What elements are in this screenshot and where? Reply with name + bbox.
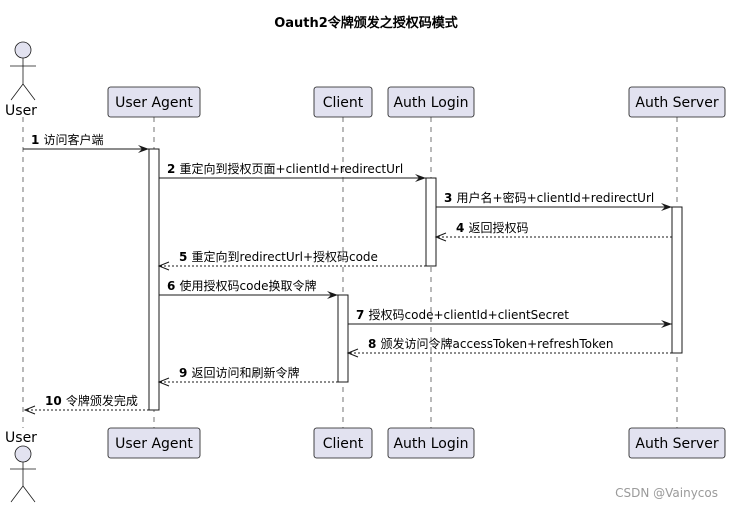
actor-leg-right: [22, 83, 36, 101]
actor-head: [14, 41, 32, 59]
message-10: 10 令牌颁发完成: [23, 393, 149, 415]
message-4: 4 返回授权码: [434, 220, 672, 242]
participant-label: User Agent: [115, 95, 193, 111]
message-number: 3: [444, 191, 457, 205]
activation-server: [671, 206, 683, 354]
messages: 1 访问客户端 2 重定向到授权页面+clientId+redirectUrl 3 …: [23, 132, 672, 415]
participant-server-bottom: Auth Server: [628, 427, 726, 459]
participant-box: [107, 427, 201, 459]
arrowhead: [157, 261, 170, 271]
participant-client-top: Client: [313, 86, 373, 118]
participant-label: Auth Server: [635, 436, 718, 452]
participant-login-bottom: Auth Login: [387, 427, 475, 459]
participant-client-bottom: Client: [313, 427, 373, 459]
participant-label: Auth Server: [635, 95, 718, 111]
message-text: 颁发访问令牌accessToken+refreshToken: [381, 336, 614, 351]
arrowhead: [157, 377, 170, 387]
participant-box: [107, 86, 201, 118]
message-label: 9 返回访问和刷新令牌: [179, 365, 300, 380]
arrowhead: [346, 348, 359, 358]
participant-label: Client: [323, 436, 364, 452]
actor-label: User: [5, 103, 37, 119]
participant-label: Auth Login: [393, 95, 468, 111]
message-6: 6 使用授权码code换取令牌: [159, 278, 338, 299]
actor-label: User: [5, 430, 37, 446]
actor-top: User: [5, 41, 37, 119]
activation-ua: [148, 148, 160, 411]
message-8: 8 颁发访问令牌accessToken+refreshToken: [346, 336, 672, 358]
participant-box: [387, 427, 475, 459]
participants-bottom: User User Agent Client Auth Login Auth Serve…: [5, 427, 726, 503]
message-label: 8 颁发访问令牌accessToken+refreshToken: [368, 336, 614, 351]
arrowhead: [23, 405, 36, 415]
arrowhead: [434, 232, 447, 242]
message-text: 返回访问和刷新令牌: [192, 365, 300, 380]
message-number: 9: [179, 366, 192, 380]
message-number: 8: [368, 337, 381, 351]
participant-label: User Agent: [115, 436, 193, 452]
participant-box: [313, 86, 373, 118]
participant-label: Auth Login: [393, 436, 468, 452]
participant-box: [313, 427, 373, 459]
actor-head: [14, 445, 32, 463]
message-number: 2: [167, 162, 180, 176]
message-1: 1 访问客户端: [23, 132, 149, 153]
participant-box: [628, 86, 726, 118]
message-text: 用户名+密码+clientId+redirectUrl: [457, 190, 655, 205]
message-number: 6: [167, 279, 180, 293]
arrowhead: [661, 320, 672, 328]
actor-leg-right: [22, 485, 36, 503]
message-text: 重定向到授权页面+clientId+redirectUrl: [180, 161, 404, 176]
message-number: 1: [31, 133, 44, 147]
message-5: 5 重定向到redirectUrl+授权码code: [157, 249, 426, 271]
participant-label: Client: [323, 95, 364, 111]
message-text: 访问客户端: [44, 132, 104, 147]
activation-bars: [148, 148, 683, 411]
arrowhead: [327, 291, 338, 299]
message-text: 使用授权码code换取令牌: [180, 278, 317, 293]
participant-ua-top: User Agent: [107, 86, 201, 118]
watermark: CSDN @Vainycos: [615, 486, 718, 500]
arrowhead: [661, 203, 672, 211]
message-label: 2 重定向到授权页面+clientId+redirectUrl: [167, 161, 403, 176]
arrowhead: [415, 174, 426, 182]
participant-login-top: Auth Login: [387, 86, 475, 118]
actor-bottom: User: [5, 430, 37, 503]
message-number: 5: [179, 250, 192, 264]
participant-ua-bottom: User Agent: [107, 427, 201, 459]
actor-leg-left: [10, 485, 24, 503]
message-label: 3 用户名+密码+clientId+redirectUrl: [444, 190, 654, 205]
message-2: 2 重定向到授权页面+clientId+redirectUrl: [159, 161, 426, 182]
message-label: 1 访问客户端: [31, 132, 104, 147]
arrowhead: [138, 145, 149, 153]
message-text: 授权码code+clientId+clientSecret: [369, 307, 570, 322]
participant-box: [628, 427, 726, 459]
message-text: 返回授权码: [469, 220, 529, 235]
message-label: 4 返回授权码: [456, 220, 529, 235]
message-9: 9 返回访问和刷新令牌: [157, 365, 338, 387]
message-number: 7: [356, 308, 369, 322]
diagram-title: Oauth2令牌颁发之授权码模式: [274, 15, 458, 31]
activation-login: [425, 177, 437, 267]
participants-top: User User Agent Client Auth Login Auth Serve…: [5, 41, 726, 119]
message-text: 令牌颁发完成: [66, 393, 138, 408]
actor-leg-left: [10, 83, 24, 101]
message-number: 10: [45, 394, 66, 408]
message-number: 4: [456, 221, 469, 235]
message-text: 重定向到redirectUrl+授权码code: [192, 249, 378, 264]
participant-server-top: Auth Server: [628, 86, 726, 118]
message-7: 7 授权码code+clientId+clientSecret: [348, 307, 672, 328]
message-label: 5 重定向到redirectUrl+授权码code: [179, 249, 378, 264]
message-label: 10 令牌颁发完成: [45, 393, 138, 408]
activation-client: [337, 294, 349, 383]
participant-box: [387, 86, 475, 118]
message-3: 3 用户名+密码+clientId+redirectUrl: [436, 190, 672, 211]
message-label: 6 使用授权码code换取令牌: [167, 278, 316, 293]
message-label: 7 授权码code+clientId+clientSecret: [356, 307, 569, 322]
